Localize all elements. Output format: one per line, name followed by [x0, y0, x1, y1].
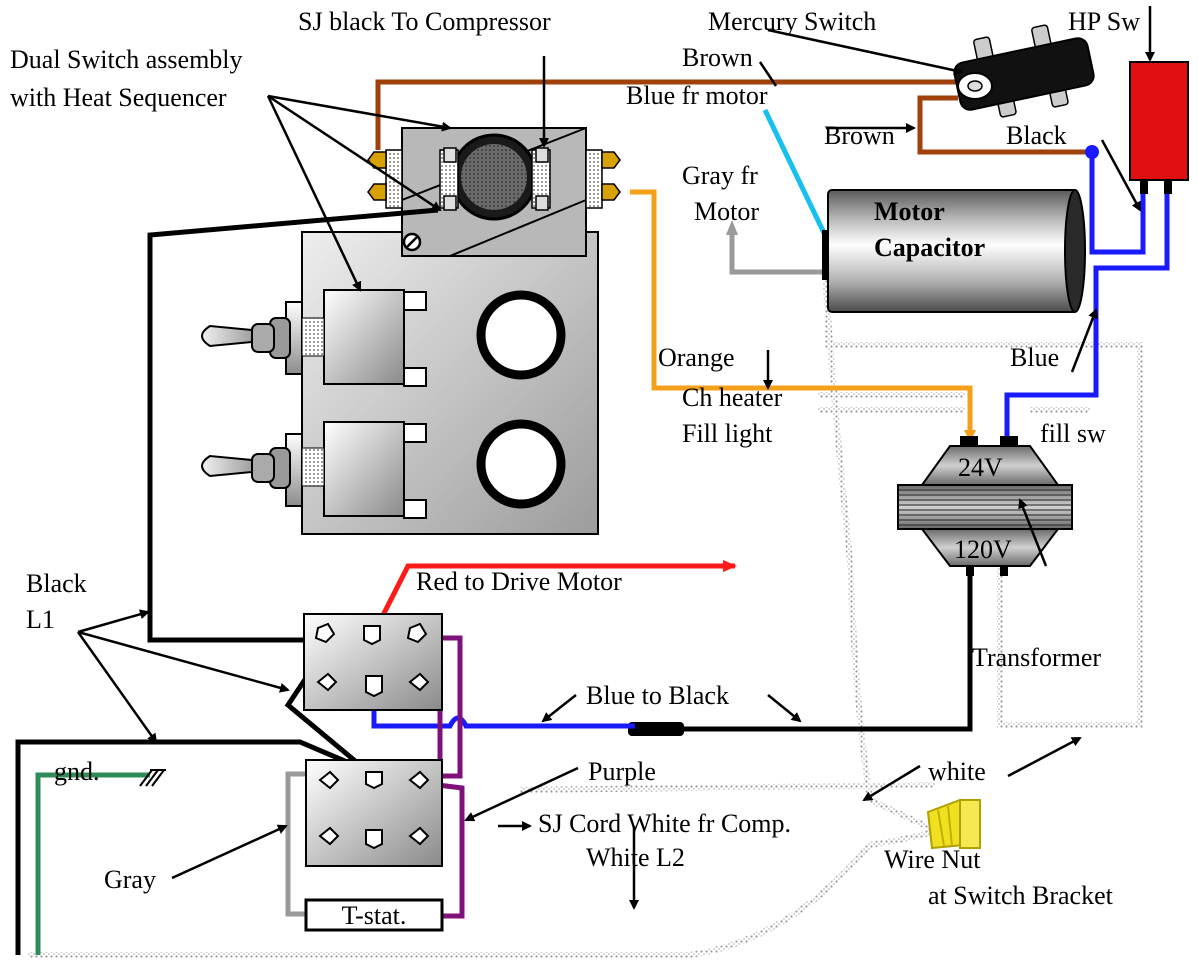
label-at-switch-bracket: at Switch Bracket	[928, 881, 1114, 910]
label-sj-black: SJ black To Compressor	[298, 7, 551, 36]
label-24v: 24V	[958, 453, 1003, 482]
tstat-label: T-stat.	[342, 901, 407, 930]
lower-switch-body	[323, 421, 405, 517]
label-black-l1-2: L1	[26, 605, 55, 634]
upper-hole	[476, 290, 566, 380]
label-purple: Purple	[588, 757, 656, 786]
label-fill-sw: fill sw	[1040, 419, 1106, 448]
lower-toggle[interactable]	[201, 433, 325, 507]
label-gray-fr-2: Motor	[694, 197, 759, 226]
label-120v: 120V	[954, 535, 1012, 564]
label-dual-switch-1: Dual Switch assembly	[10, 45, 243, 74]
capacitor-label-line2: Capacitor	[874, 233, 985, 262]
ground-wire	[35, 772, 150, 955]
hp-switch	[1129, 61, 1189, 194]
transformer: 24V 120V	[897, 436, 1073, 576]
label-black-l1-1: Black	[26, 569, 87, 598]
heat-sequencer	[367, 127, 621, 257]
label-dual-switch-2: with Heat Sequencer	[10, 83, 227, 112]
label-fill-light: Fill light	[682, 419, 773, 448]
light-blue-wire	[762, 108, 828, 237]
mercury-switch	[953, 24, 1095, 118]
orange-wire	[630, 189, 973, 438]
lower-terminal-block	[305, 759, 443, 867]
ground-icon	[139, 769, 166, 787]
label-black-right: Black	[1006, 121, 1067, 150]
motor-capacitor: Motor Capacitor	[822, 189, 1086, 313]
tstat-box: T-stat.	[304, 898, 444, 932]
label-mercury-switch: Mercury Switch	[708, 7, 876, 36]
brown-wires	[375, 79, 1092, 155]
label-blue-fr-motor: Blue fr motor	[626, 81, 768, 110]
label-red-drive: Red to Drive Motor	[416, 567, 622, 596]
label-brown-top: Brown	[682, 43, 753, 72]
lower-hole	[476, 419, 566, 509]
label-ch-heater: Ch heater	[682, 383, 783, 412]
pointer-arrows	[76, 6, 1155, 910]
label-wire-nut: Wire Nut	[884, 845, 981, 874]
upper-switch-body	[323, 289, 405, 385]
label-orange: Orange	[658, 343, 735, 372]
label-white: white	[928, 757, 986, 786]
label-white-l2: White L2	[586, 843, 685, 872]
label-gray: Gray	[104, 865, 156, 894]
label-transformer: Transformer	[972, 643, 1101, 672]
label-sj-cord-white: SJ Cord White fr Comp.	[538, 809, 791, 838]
label-blue-right: Blue	[1010, 343, 1059, 372]
upper-toggle[interactable]	[201, 301, 325, 375]
gray-wires	[285, 228, 825, 917]
label-blue-to-black: Blue to Black	[586, 681, 729, 710]
blue-wires	[371, 152, 1170, 729]
splice	[628, 722, 684, 736]
white-wires	[28, 274, 1143, 958]
label-hp-sw: HP Sw	[1068, 7, 1140, 36]
label-gnd: gnd.	[54, 757, 100, 786]
dual-switch-assembly	[201, 231, 599, 535]
upper-terminal-block	[303, 613, 443, 711]
wire-nut	[926, 798, 981, 850]
label-gray-fr-1: Gray fr	[682, 161, 758, 190]
label-brown-mid: Brown	[824, 121, 895, 150]
capacitor-label-line1: Motor	[874, 197, 945, 226]
red-wire	[375, 560, 737, 627]
